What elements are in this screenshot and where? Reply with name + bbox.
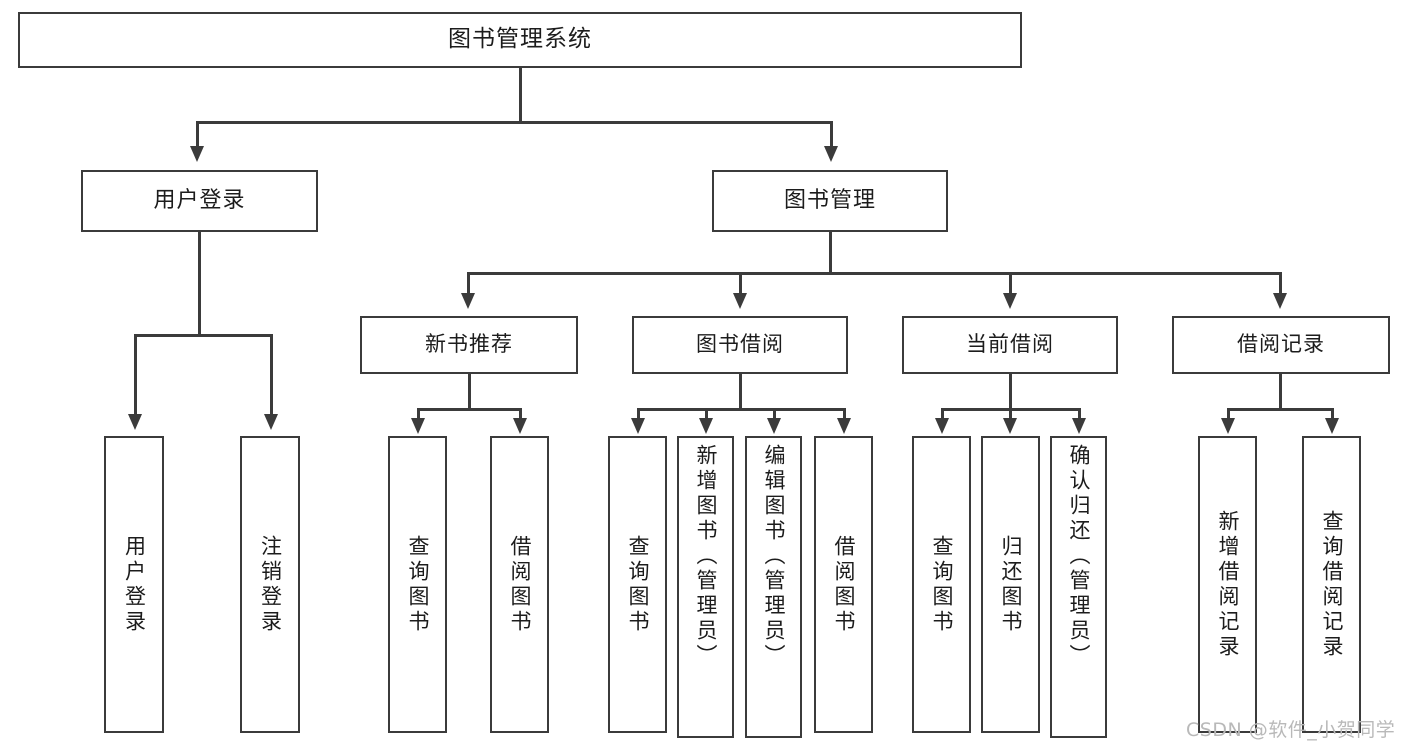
node-leaf-query-book-3[interactable]: 查询图书: [912, 436, 971, 733]
edge-book-manage-stem: [829, 232, 832, 274]
arrow-current-borrow-to-leaf-3: [1072, 418, 1086, 434]
edge-book-borrow-to-leaf-2: [705, 408, 708, 420]
edge-book-manage-to-current-borrow: [1009, 272, 1012, 295]
edge-root-to-user-login: [196, 121, 199, 148]
edge-book-borrow-bar: [637, 408, 845, 411]
edge-user-login-bar: [134, 334, 272, 337]
node-leaf-return-book[interactable]: 归还图书: [981, 436, 1040, 733]
edge-current-borrow-stem: [1009, 374, 1012, 410]
edge-book-borrow-to-leaf-1: [637, 408, 640, 420]
arrow-book-manage-to-borrow-record: [1273, 293, 1287, 309]
arrow-user-login-to-leaf-1: [128, 414, 142, 430]
node-borrow-record-label: 借阅记录: [1237, 332, 1325, 357]
node-leaf-edit-book[interactable]: 编辑图书（管理员）: [745, 436, 802, 738]
csdn-watermark: CSDN @软件_小贺同学: [1186, 719, 1396, 741]
edge-borrow-record-to-leaf-1: [1227, 408, 1230, 420]
edge-new-book-stem: [468, 374, 471, 410]
edge-current-borrow-to-leaf-1: [941, 408, 944, 420]
edge-book-borrow-to-leaf-3: [773, 408, 776, 420]
node-leaf-query-book-1[interactable]: 查询图书: [388, 436, 447, 733]
edge-root-bar: [196, 121, 832, 124]
node-leaf-query-record[interactable]: 查询借阅记录: [1302, 436, 1361, 733]
node-current-borrow-label: 当前借阅: [966, 332, 1054, 357]
node-leaf-query-book-3-label: 查询图书: [930, 534, 955, 635]
node-leaf-add-book[interactable]: 新增图书（管理员）: [677, 436, 734, 738]
edge-book-manage-bar: [467, 272, 1281, 275]
edge-book-manage-to-book-borrow: [739, 272, 742, 295]
node-book-borrow-label: 图书借阅: [696, 332, 784, 357]
node-book-manage[interactable]: 图书管理: [712, 170, 948, 232]
node-leaf-query-record-label: 查询借阅记录: [1320, 509, 1345, 660]
node-leaf-edit-book-label: 编辑图书（管理员）: [762, 444, 787, 669]
node-book-manage-label: 图书管理: [783, 187, 876, 213]
edge-current-borrow-to-leaf-3: [1078, 408, 1081, 420]
node-leaf-logout[interactable]: 注销登录: [240, 436, 300, 733]
node-leaf-add-book-label: 新增图书（管理员）: [694, 444, 719, 669]
node-leaf-add-record[interactable]: 新增借阅记录: [1198, 436, 1257, 733]
node-root[interactable]: 图书管理系统: [18, 12, 1022, 68]
node-leaf-borrow-book-1[interactable]: 借阅图书: [490, 436, 549, 733]
edge-current-borrow-to-leaf-2: [1009, 408, 1012, 420]
node-user-login-label: 用户登录: [153, 187, 246, 213]
node-new-book-recommend-label: 新书推荐: [425, 332, 513, 357]
node-leaf-confirm-return[interactable]: 确认归还（管理员）: [1050, 436, 1107, 738]
node-leaf-confirm-return-label: 确认归还（管理员）: [1067, 444, 1092, 669]
edge-root-to-book-manage: [830, 121, 833, 148]
node-leaf-borrow-book-2-label: 借阅图书: [832, 534, 857, 635]
edge-book-manage-to-new-book: [467, 272, 470, 295]
arrow-book-manage-to-new-book: [461, 293, 475, 309]
node-leaf-query-book-2[interactable]: 查询图书: [608, 436, 667, 733]
arrow-root-to-user-login: [190, 146, 204, 162]
node-leaf-logout-label: 注销登录: [258, 534, 283, 635]
arrow-current-borrow-to-leaf-1: [935, 418, 949, 434]
edge-borrow-record-stem: [1279, 374, 1282, 410]
arrow-user-login-to-leaf-2: [264, 414, 278, 430]
arrow-book-borrow-to-leaf-4: [837, 418, 851, 434]
node-borrow-record[interactable]: 借阅记录: [1172, 316, 1390, 374]
arrow-borrow-record-to-leaf-2: [1325, 418, 1339, 434]
node-leaf-query-book-2-label: 查询图书: [626, 534, 651, 635]
node-user-login[interactable]: 用户登录: [81, 170, 318, 232]
edge-user-login-to-leaf-1: [134, 334, 137, 416]
edge-borrow-record-to-leaf-2: [1331, 408, 1334, 420]
arrow-current-borrow-to-leaf-2: [1003, 418, 1017, 434]
arrow-root-to-book-manage: [824, 146, 838, 162]
arrow-book-borrow-to-leaf-1: [631, 418, 645, 434]
edge-book-borrow-stem: [739, 374, 742, 410]
arrow-book-manage-to-book-borrow: [733, 293, 747, 309]
node-leaf-user-login-label: 用户登录: [122, 534, 147, 635]
node-root-label: 图书管理系统: [448, 26, 592, 53]
edge-new-book-bar: [417, 408, 521, 411]
arrow-book-borrow-to-leaf-3: [767, 418, 781, 434]
edge-book-manage-to-borrow-record: [1279, 272, 1282, 295]
arrow-book-manage-to-current-borrow: [1003, 293, 1017, 309]
edge-user-login-stem: [198, 232, 201, 336]
edge-borrow-record-bar: [1227, 408, 1333, 411]
node-book-borrow[interactable]: 图书借阅: [632, 316, 848, 374]
node-leaf-return-book-label: 归还图书: [999, 534, 1024, 635]
node-new-book-recommend[interactable]: 新书推荐: [360, 316, 578, 374]
arrow-book-borrow-to-leaf-2: [699, 418, 713, 434]
node-leaf-query-book-1-label: 查询图书: [406, 534, 431, 635]
arrow-borrow-record-to-leaf-1: [1221, 418, 1235, 434]
node-leaf-user-login[interactable]: 用户登录: [104, 436, 164, 733]
arrow-new-book-to-leaf-2: [513, 418, 527, 434]
edge-new-book-to-leaf-2: [519, 408, 522, 420]
node-leaf-borrow-book-2[interactable]: 借阅图书: [814, 436, 873, 733]
edge-user-login-to-leaf-2: [270, 334, 273, 416]
node-current-borrow[interactable]: 当前借阅: [902, 316, 1118, 374]
node-leaf-add-record-label: 新增借阅记录: [1216, 509, 1241, 660]
edge-new-book-to-leaf-1: [417, 408, 420, 420]
edge-root-stem: [519, 68, 522, 122]
arrow-new-book-to-leaf-1: [411, 418, 425, 434]
edge-book-borrow-to-leaf-4: [843, 408, 846, 420]
node-leaf-borrow-book-1-label: 借阅图书: [508, 534, 533, 635]
